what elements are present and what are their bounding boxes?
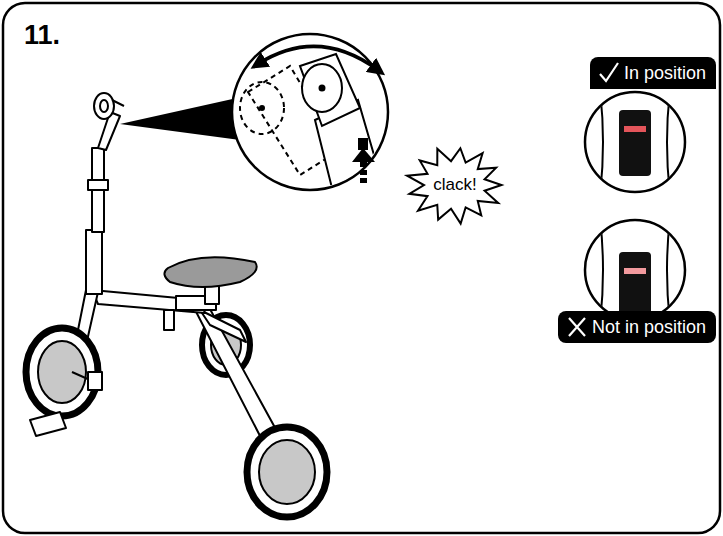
indicator-not-in-position xyxy=(585,218,685,323)
step-frame xyxy=(3,3,720,533)
cross-stroke xyxy=(569,318,585,336)
callout-pointer xyxy=(120,96,246,140)
sound-burst: clack! xyxy=(406,146,503,224)
status-text: In position xyxy=(624,63,706,84)
burst-shape xyxy=(407,148,501,223)
status-banner: Not in position xyxy=(558,311,716,343)
check-mark xyxy=(590,57,624,89)
step-number: 11. xyxy=(24,20,60,51)
indicator-in-position xyxy=(585,90,685,195)
detail-circle xyxy=(232,34,388,190)
rotation-arrow xyxy=(258,46,378,70)
status-banner: In position xyxy=(590,57,716,89)
folding-joint-detail xyxy=(240,54,390,220)
push-arrow xyxy=(352,148,375,183)
check-stroke xyxy=(600,63,618,81)
cross-mark xyxy=(558,311,592,343)
status-text: Not in position xyxy=(592,317,706,338)
sound-text: clack! xyxy=(433,175,476,195)
